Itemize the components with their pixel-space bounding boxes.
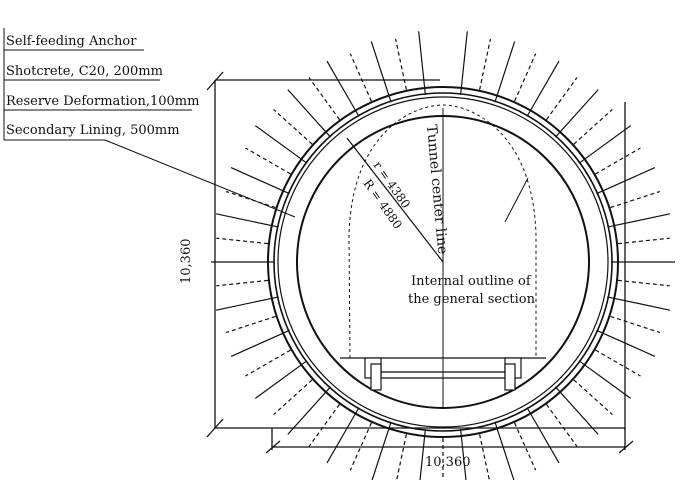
anchor-bolt [254, 125, 308, 164]
legend-leaders [3, 28, 296, 218]
width-dimension-label: 10,360 [425, 455, 471, 470]
anchor-bolt-dashed [349, 53, 372, 102]
outline-label-line2: the general section [408, 292, 536, 307]
anchor-bolt-dashed [226, 315, 276, 334]
outline-leader [504, 177, 529, 223]
radius-leader [346, 137, 444, 263]
center-line-label: Tunnel center line [423, 124, 450, 255]
anchor-bolt-dashed [595, 349, 641, 377]
anchor-bolt-dashed [479, 38, 491, 90]
anchor-bolt-dashed [396, 434, 407, 480]
legend-shotcrete: Shotcrete, C20, 200mm [6, 64, 163, 79]
anchor-bolt-dashed [546, 404, 578, 447]
anchor-bolt [596, 167, 656, 195]
anchor-bolt [418, 31, 426, 95]
anchor-bolt [554, 386, 599, 435]
anchor-bolt [287, 386, 332, 435]
anchor-bolt-dashed [610, 315, 660, 334]
anchor-bolt [254, 360, 308, 399]
anchor-bolt [607, 213, 671, 228]
outline-label-line1: Internal outline of [411, 274, 532, 289]
anchor-bolt [230, 167, 290, 195]
anchor-bolt-dashed [308, 404, 340, 447]
anchor-bolt-dashed [273, 379, 313, 416]
legend-secondary-lining: Secondary Lining, 500mm [6, 123, 180, 138]
anchor-bolt [526, 407, 560, 464]
anchor-bolt-dashed [395, 38, 407, 90]
anchor-bolt [215, 296, 279, 311]
shotcrete-ring [273, 92, 613, 432]
anchor-bolt-dashed [245, 349, 291, 377]
anchor-bolt-dashed [595, 147, 641, 175]
anchor-bolt-dashed [546, 77, 578, 120]
anchor-bolt [326, 60, 360, 117]
anchor-bolt [215, 213, 279, 228]
anchor-bolt-dashed [349, 422, 372, 471]
anchor-bolt-dashed [617, 279, 670, 287]
anchor-bolt [460, 31, 468, 95]
anchor-bolt [371, 421, 392, 480]
anchor-bolt [230, 329, 290, 357]
anchor-bolt-dashed [216, 279, 269, 287]
anchor-bolt-dashed [273, 108, 313, 145]
anchor-bolt-dashed [216, 237, 269, 245]
anchor-bolt [460, 429, 467, 480]
height-dimension-label: 10,360 [179, 239, 194, 285]
anchor-bolt-dashed [573, 379, 613, 416]
anchor-bolt-dashed [610, 190, 660, 209]
anchor-bolt [287, 89, 332, 138]
anchor-bolts-group [211, 31, 675, 480]
anchor-bolt [607, 296, 671, 311]
anchor-bolt [494, 421, 515, 480]
anchor-bolt [326, 407, 360, 464]
anchor-bolt [578, 360, 632, 399]
anchor-bolt-dashed [573, 108, 613, 145]
anchor-bolt-dashed [308, 77, 340, 120]
anchor-bolt [596, 329, 656, 357]
anchor-bolt [526, 60, 560, 117]
anchor-bolt-dashed [479, 434, 490, 480]
anchor-bolt-dashed [514, 53, 537, 102]
reserve-ring [277, 96, 609, 428]
anchor-bolt-dashed [514, 422, 537, 471]
anchor-bolt-dashed [226, 190, 276, 209]
anchor-bolt [554, 89, 599, 138]
internal-outline-dashed [348, 104, 537, 359]
outer-ring [267, 86, 619, 438]
anchor-bolt [494, 41, 516, 103]
anchor-bolt [370, 41, 392, 103]
anchor-bolt [578, 125, 632, 164]
legend-reserve-deformation: Reserve Deformation,100mm [6, 94, 199, 109]
legend-self-feeding-anchor: Self-feeding Anchor [6, 34, 137, 49]
dimension-frame [206, 71, 634, 454]
anchor-bolt-dashed [245, 147, 291, 175]
anchor-bolt-dashed [617, 237, 670, 245]
anchor-bolt [419, 429, 426, 480]
